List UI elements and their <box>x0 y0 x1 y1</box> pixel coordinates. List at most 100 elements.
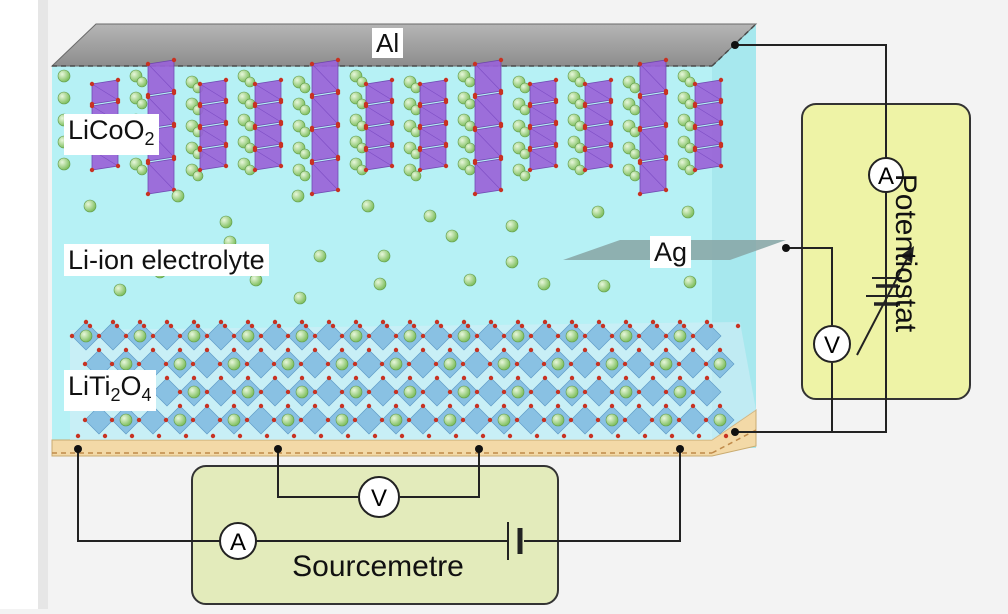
oxygen-atom <box>474 347 480 353</box>
octahedron-edge <box>254 83 282 101</box>
oxygen-atom <box>379 417 385 423</box>
oxygen-atom <box>704 319 710 325</box>
connector-dot-3 <box>475 445 483 453</box>
oxygen-atom <box>115 77 121 83</box>
oxygen-atom <box>460 417 466 423</box>
oxygen-atom <box>696 433 702 439</box>
oxygen-atom <box>608 143 614 149</box>
oxygen-atom <box>498 90 504 96</box>
oxygen-atom <box>460 361 466 367</box>
oxygen-atom <box>123 347 129 353</box>
oxygen-atom <box>406 361 412 367</box>
oxygen-atom <box>191 319 197 325</box>
li-atom <box>464 142 476 154</box>
li-atom <box>113 283 127 297</box>
oxygen-atom <box>407 319 413 325</box>
li-atom <box>173 357 187 371</box>
li-atom <box>457 329 471 343</box>
liti2o4-label: LiTi2O4 <box>64 370 156 411</box>
oxygen-atom <box>406 417 412 423</box>
li-atom <box>373 277 387 291</box>
oxygen-atom <box>420 347 426 353</box>
oxygen-atom <box>353 319 359 325</box>
oxygen-atom <box>75 433 81 439</box>
oxygen-atom <box>443 163 449 169</box>
oxygen-atom <box>352 417 358 423</box>
oxygen-atom <box>582 167 588 173</box>
oxygen-atom <box>110 319 116 325</box>
oxygen-atom <box>223 143 229 149</box>
li-atom <box>241 329 255 343</box>
oxygen-atom <box>380 319 386 325</box>
oxygen-atom <box>582 333 588 339</box>
li-atom <box>57 157 71 171</box>
octahedron-edge <box>254 149 282 167</box>
li-atom <box>299 170 311 182</box>
oxygen-atom <box>609 333 615 339</box>
oxygen-atom <box>96 347 102 353</box>
oxygen-atom <box>443 77 449 83</box>
oxygen-atom <box>357 323 363 329</box>
li-atom <box>299 148 311 160</box>
oxygen-atom <box>596 319 602 325</box>
oxygen-atom <box>434 375 440 381</box>
octahedron-edge <box>529 83 557 101</box>
oxygen-atom <box>472 127 478 133</box>
li-atom <box>681 205 695 219</box>
oxygen-atom <box>417 147 423 153</box>
oxygen-atom <box>204 347 210 353</box>
li-atom <box>335 357 349 371</box>
oxygen-atom <box>492 323 498 329</box>
oxygen-atom <box>244 417 250 423</box>
oxygen-atom <box>245 319 251 325</box>
octahedron-edge <box>419 149 447 167</box>
oxygen-atom <box>363 125 369 131</box>
liti2o4-subscript-2: 4 <box>141 385 152 405</box>
co-octahedra-column <box>363 77 395 173</box>
octahedron-edge <box>365 149 393 167</box>
oxygen-atom <box>488 319 494 325</box>
oxygen-atom <box>177 347 183 353</box>
oxygen-atom <box>692 103 698 109</box>
octahedron-edge <box>584 83 612 101</box>
oxygen-atom <box>717 403 723 409</box>
oxygen-atom <box>623 319 629 325</box>
oxygen-atom <box>649 417 655 423</box>
oxygen-atom <box>608 163 614 169</box>
page-margin <box>0 0 38 609</box>
oxygen-atom <box>89 103 95 109</box>
oxygen-atom <box>627 323 633 329</box>
octahedron-edge <box>199 149 227 167</box>
oxygen-atom <box>145 160 151 166</box>
connector-dot-al <box>731 41 739 49</box>
oxygen-atom <box>309 94 315 100</box>
oxygen-atom <box>353 375 359 381</box>
li-atom <box>565 385 579 399</box>
oxygen-atom <box>379 361 385 367</box>
li-atom <box>597 279 611 293</box>
oxygen-atom <box>363 167 369 173</box>
sourcemetre-wiring <box>77 449 681 560</box>
oxygen-atom <box>676 361 682 367</box>
oxygen-atom <box>252 125 258 131</box>
licoo2-subscript: 2 <box>144 129 155 149</box>
oxygen-atom <box>363 147 369 153</box>
oxygen-atom <box>245 375 251 381</box>
octahedron-edge <box>311 162 339 191</box>
oxygen-atom <box>326 319 332 325</box>
oxygen-atom <box>677 375 683 381</box>
oxygen-atom <box>498 187 504 193</box>
oxygen-atom <box>541 417 547 423</box>
li-atom <box>443 357 457 371</box>
co-octahedra-column <box>197 77 229 173</box>
co-octahedra-column <box>582 77 614 173</box>
oxygen-atom <box>69 333 75 339</box>
li-atom <box>659 413 673 427</box>
li-atom <box>505 219 519 233</box>
connector-dot-4 <box>676 445 684 453</box>
oxygen-atom <box>718 99 724 105</box>
oxygen-atom <box>366 403 372 409</box>
oxygen-atom <box>622 417 628 423</box>
li-atom <box>673 385 687 399</box>
oxygen-atom <box>309 127 315 133</box>
